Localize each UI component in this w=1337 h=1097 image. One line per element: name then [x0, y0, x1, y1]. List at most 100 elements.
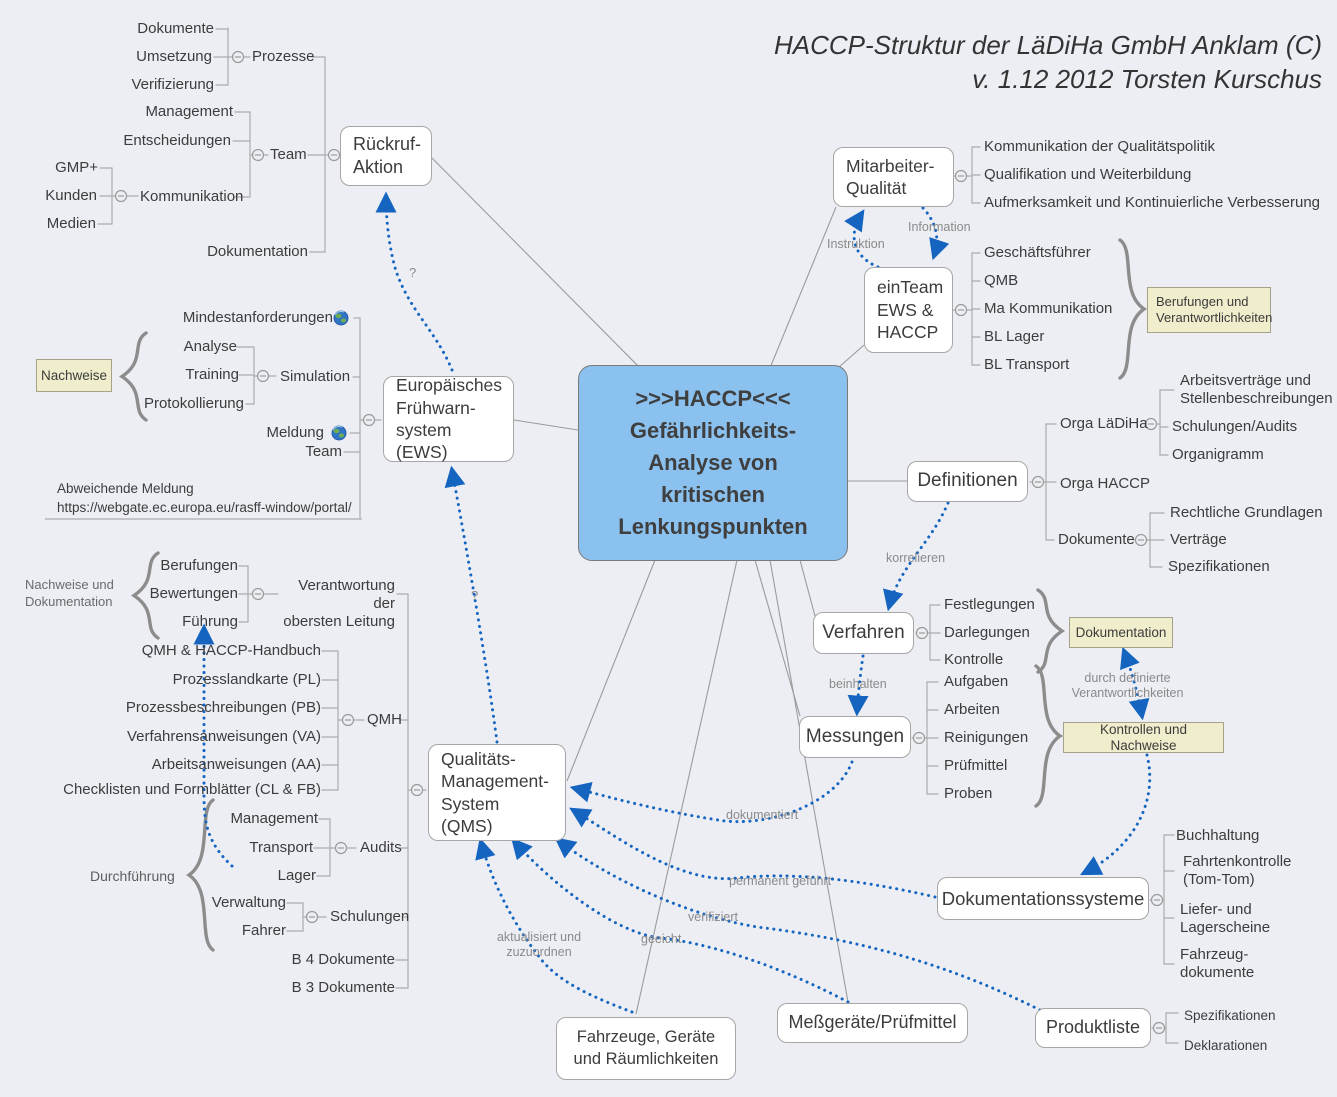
leaf-entscheidungen[interactable]: Entscheidungen [123, 132, 231, 149]
leaf-bewertungen[interactable]: Bewertungen [149, 585, 238, 602]
leaf-mindestanforderungen[interactable]: Mindestanforderungen [182, 309, 333, 326]
leaf-dokumentation-rueckruf[interactable]: Dokumentation [207, 243, 308, 260]
leaf-berufungen[interactable]: Berufungen [160, 557, 238, 574]
leaf-verwaltung[interactable]: Verwaltung [211, 894, 286, 911]
leaf-fuehrung[interactable]: Führung [182, 613, 238, 630]
collapse-icon[interactable] [334, 841, 348, 855]
collapse-icon[interactable] [114, 189, 128, 203]
leaf-geschaeftsfuehrer[interactable]: Geschäftsführer [984, 244, 1091, 261]
leaf-kommunikation[interactable]: Kommunikation [140, 188, 244, 205]
leaf-darlegungen[interactable]: Darlegungen [944, 624, 1030, 641]
leaf-aufgaben[interactable]: Aufgaben [944, 673, 1009, 690]
collapse-icon[interactable] [231, 50, 245, 64]
collapse-icon[interactable] [341, 713, 355, 727]
leaf-meldung[interactable]: Meldung [266, 424, 324, 441]
leaf-lieferscheine[interactable]: Liefer- und Lagerscheine [1180, 901, 1271, 936]
node-verfahren[interactable]: Verfahren [813, 612, 914, 654]
leaf-dokumente-def[interactable]: Dokumente [1058, 531, 1135, 548]
leaf-schulungen[interactable]: Schulungen [330, 908, 410, 925]
leaf-team[interactable]: Team [270, 146, 307, 163]
note-dokumentation[interactable]: Dokumentation [1069, 617, 1173, 648]
leaf-kunden[interactable]: Kunden [45, 187, 97, 204]
leaf-dokumente[interactable]: Dokumente [137, 20, 214, 37]
leaf-deklarationen[interactable]: Deklarationen [1184, 1038, 1268, 1053]
leaf-bl-transport[interactable]: BL Transport [984, 356, 1070, 373]
node-definitionen[interactable]: Definitionen [907, 461, 1028, 502]
node-central-haccp[interactable]: >>>HACCP<<< Gefährlichkeits- Analyse von… [578, 365, 848, 561]
leaf-transport[interactable]: Transport [249, 839, 313, 856]
leaf-reinigungen[interactable]: Reinigungen [944, 729, 1029, 746]
leaf-pruefmittel[interactable]: Prüfmittel [944, 757, 1008, 774]
node-einteam[interactable]: einTeam EWS & HACCP [864, 267, 953, 353]
leaf-buchhaltung[interactable]: Buchhaltung [1176, 827, 1260, 844]
leaf-qmb[interactable]: QMB [984, 272, 1019, 289]
collapse-icon[interactable] [954, 303, 968, 317]
leaf-orga-haccp[interactable]: Orga HACCP [1060, 475, 1151, 492]
node-mitarbeiter-qualitaet[interactable]: Mitarbeiter- Qualität [833, 147, 954, 207]
leaf-umsetzung[interactable]: Umsetzung [136, 48, 212, 65]
leaf-bl-lager[interactable]: BL Lager [984, 328, 1045, 345]
leaf-checklisten[interactable]: Checklisten und Formblätter (CL & FB) [63, 781, 321, 798]
leaf-gmp[interactable]: GMP+ [55, 159, 98, 176]
leaf-vertraege[interactable]: Verträge [1170, 531, 1227, 548]
collapse-icon[interactable] [1031, 475, 1045, 489]
leaf-arbeitsvertraege[interactable]: Arbeitsverträge und Stellenbeschreibunge… [1180, 372, 1333, 407]
note-kontrollen-nachweise[interactable]: Kontrollen und Nachweise [1063, 722, 1224, 753]
node-rueckruf-aktion[interactable]: Rückruf- Aktion [340, 126, 432, 186]
collapse-icon[interactable] [362, 413, 376, 427]
leaf-festlegungen[interactable]: Festlegungen [944, 596, 1035, 613]
note-berufungen-verantwortlichkeiten[interactable]: Berufungen und Verantwortlichkeiten [1147, 287, 1272, 333]
leaf-team-ews[interactable]: Team [305, 443, 342, 460]
leaf-prozesslandkarte[interactable]: Prozesslandkarte (PL) [172, 671, 321, 688]
leaf-spezifikationen-def[interactable]: Spezifikationen [1168, 558, 1270, 575]
leaf-verfahrensanweisungen[interactable]: Verfahrensanweisungen (VA) [126, 728, 321, 745]
leaf-verantwortung-leitung[interactable]: Verantwortung der obersten Leitung [283, 577, 395, 630]
collapse-icon[interactable] [1152, 1021, 1166, 1035]
leaf-fahrzeugdokumente[interactable]: Fahrzeug- dokumente [1180, 946, 1255, 981]
collapse-icon[interactable] [1150, 893, 1164, 907]
node-fahrzeuge[interactable]: Fahrzeuge, Geräte und Räumlichkeiten [556, 1017, 736, 1080]
leaf-organigramm[interactable]: Organigramm [1172, 446, 1264, 463]
leaf-rechtliche-grundlagen[interactable]: Rechtliche Grundlagen [1170, 504, 1323, 521]
leaf-orga-laediha[interactable]: Orga LäDiHa [1060, 415, 1148, 432]
node-ews[interactable]: Europäisches Frühwarn- system (EWS) [383, 375, 514, 462]
node-dokumentationssysteme[interactable]: Dokumentationssysteme [937, 877, 1149, 920]
leaf-kommunikation-qualitaetspolitik[interactable]: Kommunikation der Qualitätspolitik [984, 138, 1215, 155]
note-nachweise[interactable]: Nachweise [36, 359, 112, 392]
leaf-management-team[interactable]: Management [145, 103, 233, 120]
leaf-prozessbeschreibungen[interactable]: Prozessbeschreibungen (PB) [125, 699, 321, 716]
collapse-icon[interactable] [1134, 533, 1148, 547]
collapse-icon[interactable] [251, 587, 265, 601]
node-messungen[interactable]: Messungen [799, 716, 911, 758]
collapse-icon[interactable] [1144, 417, 1158, 431]
leaf-arbeiten[interactable]: Arbeiten [944, 701, 1000, 718]
leaf-proben[interactable]: Proben [944, 785, 993, 802]
leaf-arbeitsanweisungen[interactable]: Arbeitsanweisungen (AA) [151, 756, 321, 773]
leaf-aufmerksamkeit-verbesserung[interactable]: Aufmerksamkeit und Kontinuierliche Verbe… [984, 194, 1321, 211]
leaf-simulation[interactable]: Simulation [280, 368, 351, 385]
collapse-icon[interactable] [954, 169, 968, 183]
node-produktliste[interactable]: Produktliste [1035, 1008, 1151, 1048]
leaf-b4-dokumente[interactable]: B 4 Dokumente [291, 951, 395, 968]
leaf-management-audit[interactable]: Management [230, 810, 318, 827]
leaf-kontrolle[interactable]: Kontrolle [944, 651, 1004, 668]
collapse-icon[interactable] [912, 731, 926, 745]
leaf-prozesse[interactable]: Prozesse [252, 48, 315, 65]
node-qms[interactable]: Qualitäts- Management- System (QMS) [428, 744, 566, 841]
leaf-protokollierung[interactable]: Protokollierung [143, 395, 244, 412]
leaf-verifizierung[interactable]: Verifizierung [131, 76, 214, 93]
leaf-b3-dokumente[interactable]: B 3 Dokumente [291, 979, 395, 996]
leaf-fahrtenkontrolle[interactable]: Fahrtenkontrolle (Tom-Tom) [1183, 853, 1292, 888]
leaf-lager[interactable]: Lager [277, 867, 316, 884]
leaf-training[interactable]: Training [185, 366, 239, 383]
collapse-icon[interactable] [327, 148, 341, 162]
leaf-fahrer[interactable]: Fahrer [241, 922, 286, 939]
node-messgeraete[interactable]: Meßgeräte/Prüfmittel [777, 1003, 968, 1043]
leaf-qualifikation-weiterbildung[interactable]: Qualifikation und Weiterbildung [984, 166, 1192, 183]
collapse-icon[interactable] [305, 910, 319, 924]
leaf-abweichende-meldung-link[interactable]: Abweichende Meldung https://webgate.ec.e… [57, 481, 352, 515]
leaf-ma-kommunikation[interactable]: Ma Kommunikation [984, 300, 1113, 317]
leaf-qmh-handbuch[interactable]: QMH & HACCP-Handbuch [141, 642, 321, 659]
leaf-schulungen-audits[interactable]: Schulungen/Audits [1172, 418, 1298, 435]
collapse-icon[interactable] [256, 369, 270, 383]
